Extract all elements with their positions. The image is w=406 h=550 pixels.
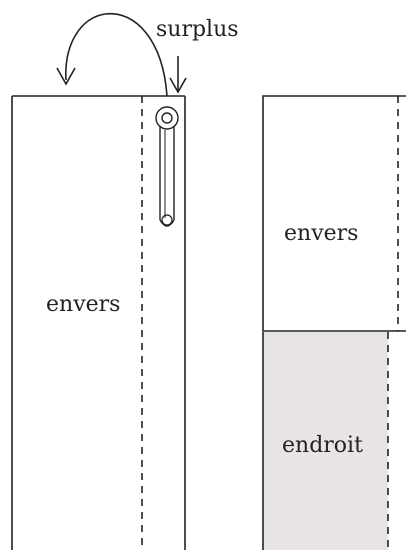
right-envers-label: envers [284, 221, 358, 246]
left-fabric-panel: envers [11, 95, 186, 550]
fold-arrow-icon [56, 12, 168, 97]
right-envers-panel: envers [262, 95, 406, 332]
right-endroit-label: endroit [282, 433, 363, 458]
surplus-arrow-icon [169, 56, 187, 94]
safety-pin-icon [155, 106, 179, 227]
right-endroit-panel: endroit [262, 332, 389, 550]
surplus-label: surplus [156, 17, 239, 42]
left-envers-label: envers [46, 292, 120, 317]
